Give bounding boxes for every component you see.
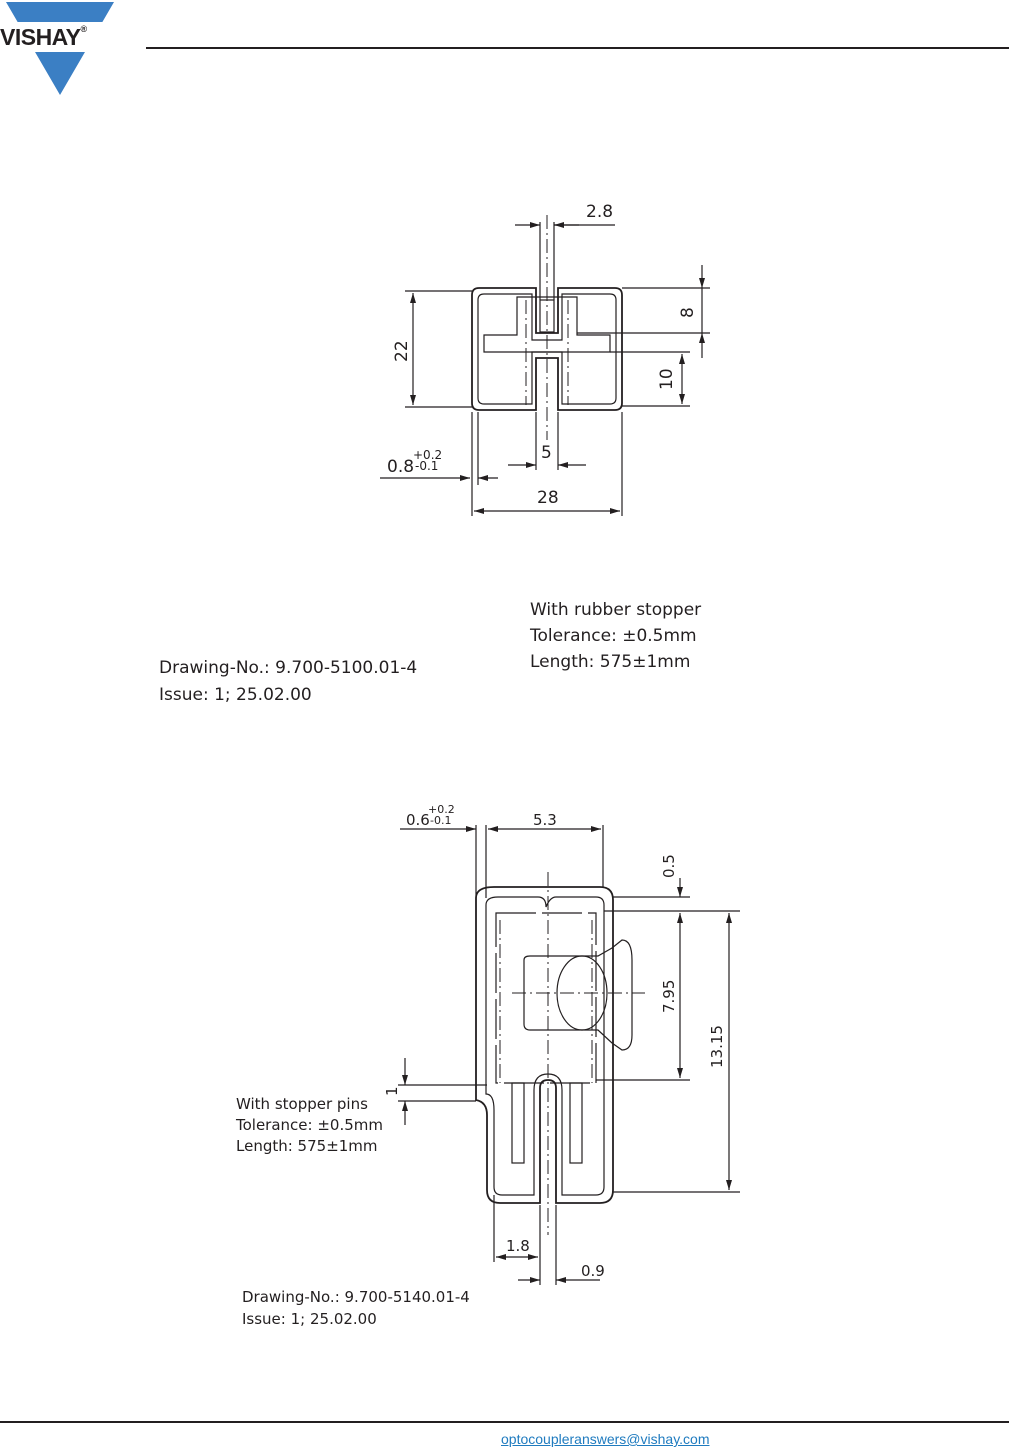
note-2-length: Length: 575±1mm xyxy=(236,1137,378,1155)
profile-2-inner xyxy=(485,896,605,1196)
dim-1: 1 xyxy=(383,1086,401,1096)
profile-1-outer xyxy=(471,287,623,411)
profile-2-liner xyxy=(495,912,597,1084)
drawing-2-number: Drawing-No.: 9.700-5140.01-4 xyxy=(242,1288,470,1306)
drawing-1-notes: With rubber stopper Tolerance: ±0.5mm Le… xyxy=(159,600,701,705)
dim-0-9: 0.9 xyxy=(581,1262,605,1280)
brand-name: VISHAY xyxy=(0,24,81,50)
profile-2-outer xyxy=(475,886,614,1204)
dim-0-6-tol-minus: -0.1 xyxy=(430,814,451,827)
drawing-2-issue: Issue: 1; 25.02.00 xyxy=(242,1310,377,1328)
dim-8: 8 xyxy=(678,307,698,318)
dim-5-3: 5.3 xyxy=(533,811,557,829)
dim-5: 5 xyxy=(541,443,552,463)
drawing-1-issue: Issue: 1; 25.02.00 xyxy=(159,685,312,705)
footer-rule xyxy=(0,1421,1009,1423)
vishay-logo xyxy=(0,2,118,95)
dim-0-8-tol-minus: -0.1 xyxy=(415,459,438,473)
note-2-title: With stopper pins xyxy=(236,1095,368,1113)
profile-1-inner xyxy=(477,293,617,405)
drawing-1-profile: 2.8 8 10 22 5 28 0.8 +0.2 -0.1 xyxy=(380,202,710,516)
dim-2-8: 2.8 xyxy=(586,202,613,222)
drawing-2-notes: With stopper pins Tolerance: ±0.5mm Leng… xyxy=(235,1095,470,1328)
dim-0-8-tol-plus: +0.2 xyxy=(413,448,442,462)
dim-22: 22 xyxy=(392,340,412,362)
stopper-pin-head xyxy=(556,955,608,1031)
note-1-length: Length: 575±1mm xyxy=(530,652,690,672)
dim-1-8: 1.8 xyxy=(506,1237,530,1255)
drawing-1-number: Drawing-No.: 9.700-5100.01-4 xyxy=(159,658,417,678)
stopper-pin xyxy=(523,939,633,1051)
note-1-tolerance: Tolerance: ±0.5mm xyxy=(529,626,697,646)
dim-13-15: 13.15 xyxy=(708,1025,726,1068)
dim-0-5: 0.5 xyxy=(660,854,678,878)
dim-0-6-tol-plus: +0.2 xyxy=(428,803,455,816)
dim-10: 10 xyxy=(657,368,677,390)
dim-0-6: 0.6 xyxy=(406,811,430,829)
dim-7-95: 7.95 xyxy=(660,980,678,1013)
dim-0-8: 0.8 xyxy=(387,457,414,477)
leg-right xyxy=(569,1082,583,1164)
leg-left xyxy=(511,1082,525,1164)
note-2-tolerance: Tolerance: ±0.5mm xyxy=(235,1116,383,1134)
registered-mark: ® xyxy=(80,24,88,34)
note-1-title: With rubber stopper xyxy=(530,600,701,620)
dim-28: 28 xyxy=(537,488,559,508)
header-rule xyxy=(146,47,1009,49)
drawing-2-profile: 0.6 +0.2 -0.1 5.3 0.5 7.95 13.15 1 1.8 0… xyxy=(383,803,740,1285)
footer-email-link[interactable]: optocoupleranswers@vishay.com xyxy=(501,1431,710,1447)
brand-wordmark: VISHAY® xyxy=(0,24,87,51)
